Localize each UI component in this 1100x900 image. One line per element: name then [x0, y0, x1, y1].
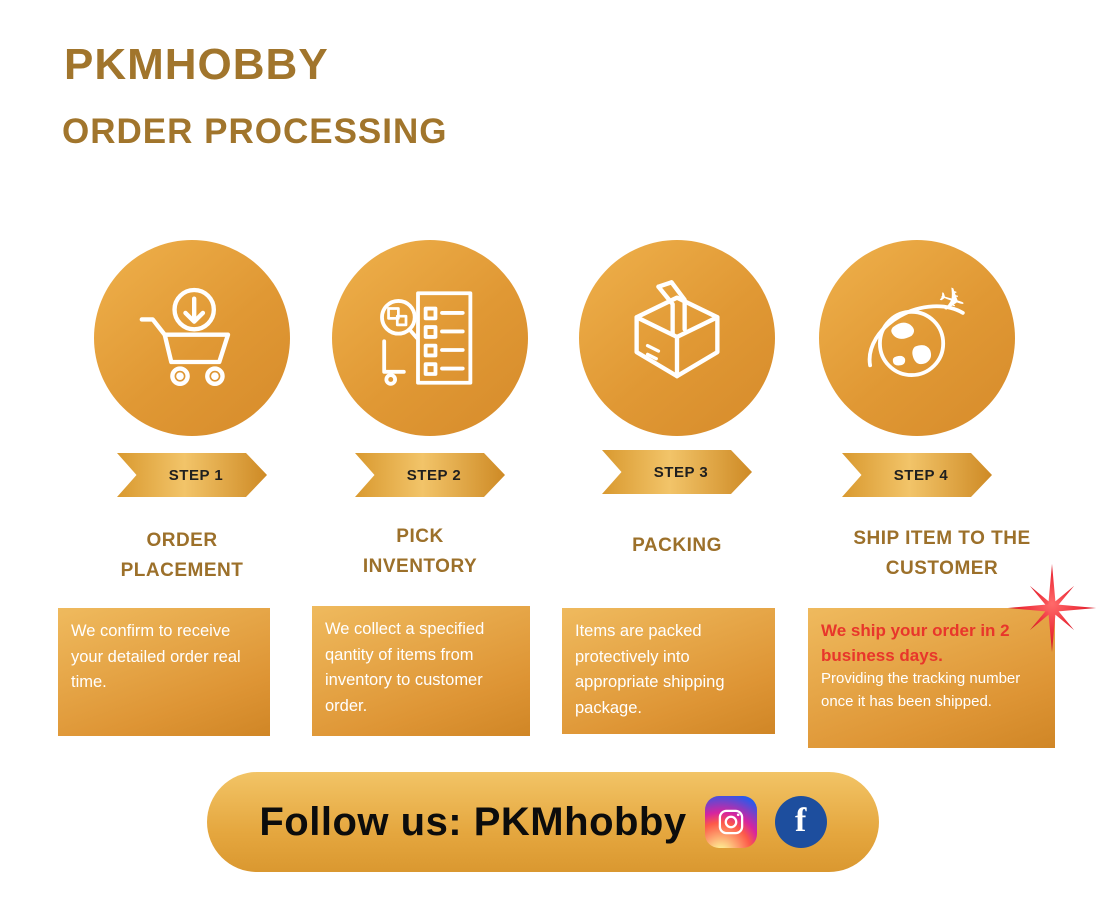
instagram-icon[interactable]	[704, 796, 757, 848]
step1-badge-label: STEP 1	[168, 466, 224, 484]
step3-title: PACKING	[632, 535, 722, 556]
step1-description: We confirm to receive your detailed orde…	[58, 608, 270, 736]
step4-circle: ✈	[819, 240, 1015, 436]
step2-description: We collect a specified qantity of items …	[312, 606, 530, 736]
facebook-f-glyph: f	[794, 802, 807, 839]
globe-airplane-icon: ✈	[867, 278, 971, 377]
step4-description-rest: Providing the tracking number once it ha…	[821, 670, 1021, 710]
step2-circle	[332, 240, 528, 436]
step3-circle	[579, 240, 775, 436]
follow-text: Follow us: PKMhobby	[259, 799, 687, 844]
step4-badge: STEP 4	[842, 453, 992, 497]
step3-badge: STEP 3	[602, 450, 752, 494]
page-title: ORDER PROCESSING	[62, 112, 448, 151]
step2-title: PICK INVENTORY	[362, 526, 478, 578]
step1-circle	[94, 240, 290, 436]
step4-title: SHIP ITEM TO THE CUSTOMER	[853, 528, 1031, 580]
follow-banner: Follow us: PKMhobby f	[207, 772, 879, 872]
facebook-icon[interactable]: f	[774, 796, 827, 848]
packing-box-icon	[634, 280, 720, 379]
starburst-icon	[1007, 563, 1097, 653]
step4-description: We ship your order in 2 business days. P…	[808, 608, 1055, 748]
step1-title: ORDER PLACEMENT	[120, 530, 244, 582]
svg-text:✈: ✈	[933, 278, 971, 323]
pick-inventory-checklist-icon	[380, 291, 473, 386]
step3-description: Items are packed protectively into appro…	[562, 608, 775, 734]
cart-download-icon	[139, 287, 231, 386]
step4-badge-label: STEP 4	[893, 466, 949, 484]
step4-description-highlight: We ship your order in 2 business days.	[821, 621, 1010, 665]
step1-badge: STEP 1	[117, 453, 267, 497]
step3-badge-label: STEP 3	[653, 463, 709, 481]
instagram-camera-glyph	[718, 809, 743, 835]
step2-badge: STEP 2	[355, 453, 505, 497]
step2-badge-label: STEP 2	[406, 466, 462, 484]
brand-title: PKMHOBBY	[64, 40, 329, 89]
